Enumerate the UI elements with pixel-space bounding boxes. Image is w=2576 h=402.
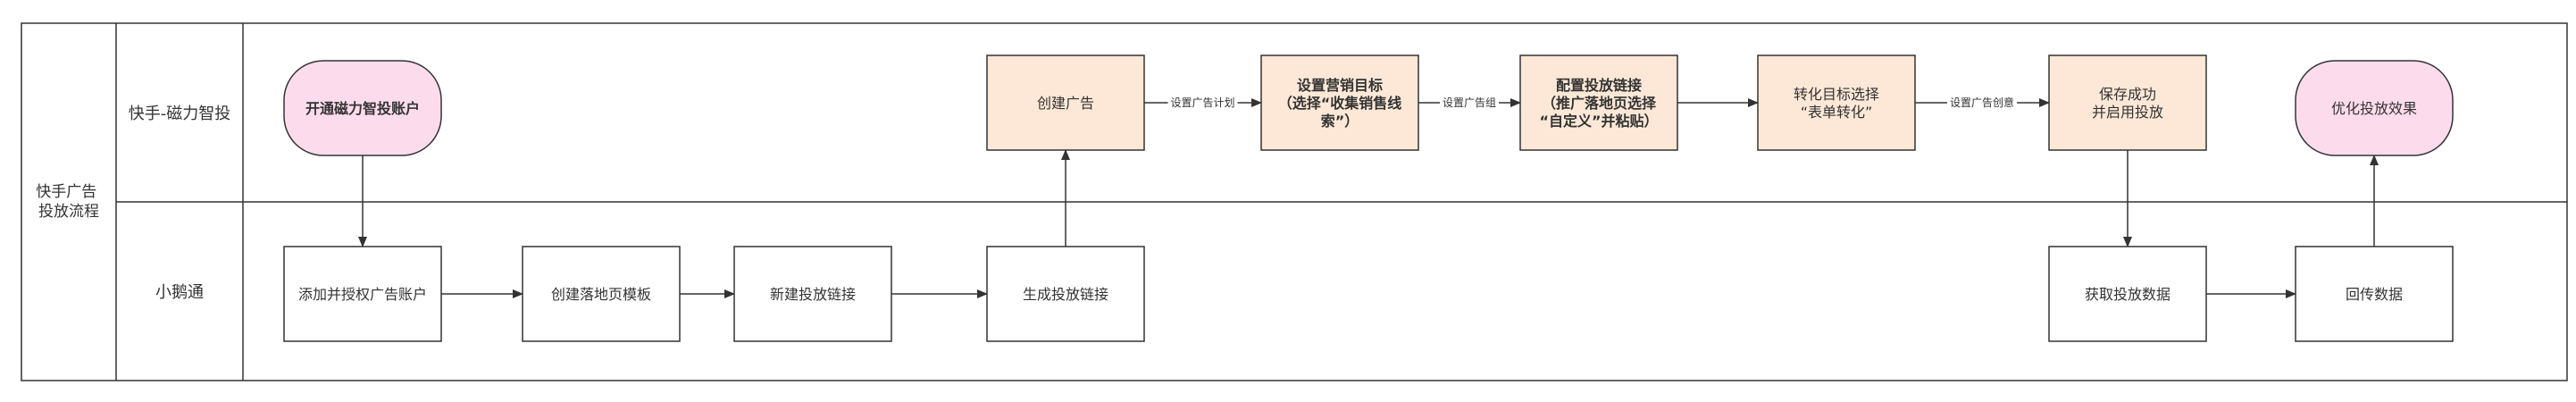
node-save-launch: 保存成功并启用投放 xyxy=(2048,54,2207,151)
node-config-link: 配置投放链接（推广落地页选择“自定义”并粘贴） xyxy=(1519,54,1678,151)
lane-label-kuaishou: 快手-磁力智投 xyxy=(129,105,231,123)
node-label-line: 新建投放链接 xyxy=(770,286,856,303)
edge-label-bg xyxy=(1440,95,1499,111)
node-new-link: 新建投放链接 xyxy=(733,246,892,342)
node-conversion-goal: 转化目标选择“表单转化” xyxy=(1757,54,1916,151)
node-label-set-goal: 设置营销目标（选择“收集销售线索”） xyxy=(1278,77,1402,130)
node-shape-config-link xyxy=(1519,54,1678,151)
node-label-line: 优化投放效果 xyxy=(2331,100,2417,117)
node-shape-save-launch xyxy=(2048,54,2207,151)
node-label-line: 回传数据 xyxy=(2346,286,2403,303)
node-return-data: 回传数据 xyxy=(2295,246,2454,342)
node-shape-return-data xyxy=(2295,246,2454,342)
node-label-line: “表单转化” xyxy=(1801,104,1873,121)
edge-label-conversion-goal-to-save-launch: 设置广告创意 xyxy=(1950,96,2014,109)
node-shape-set-goal xyxy=(1260,54,1419,151)
node-label-conversion-goal: 转化目标选择“表单转化” xyxy=(1794,86,1879,121)
node-label-return-data: 回传数据 xyxy=(2346,286,2403,303)
node-label-line: 创建落地页模板 xyxy=(551,286,651,303)
node-label-line: 保存成功 xyxy=(2099,86,2156,103)
node-shape-add-account xyxy=(283,246,442,342)
node-shape-conversion-goal xyxy=(1757,54,1916,151)
pool-label: 快手广告 投放流程 xyxy=(36,183,101,221)
node-shape-get-data xyxy=(2048,246,2207,342)
node-label-optimize: 优化投放效果 xyxy=(2331,100,2417,117)
node-create-ad: 创建广告 xyxy=(986,54,1145,151)
node-label-line: 设置营销目标 xyxy=(1297,77,1383,94)
node-label-gen-link: 生成投放链接 xyxy=(1023,286,1108,303)
node-label-create-landing: 创建落地页模板 xyxy=(551,286,651,303)
node-get-data: 获取投放数据 xyxy=(2048,246,2207,342)
node-label-new-link: 新建投放链接 xyxy=(770,286,856,303)
edge-label-bg xyxy=(1167,95,1238,111)
node-label-line: 转化目标选择 xyxy=(1794,86,1879,103)
nodes-layer: 开通磁力智投账户 创建广告 设置营销目标（选择“收集销售线索”） 配置投放链接（推广落… xyxy=(283,54,2454,342)
node-create-landing: 创建落地页模板 xyxy=(522,246,681,342)
edges-layer: 设置广告计划 设置广告组 设置广告创意 xyxy=(358,95,2379,298)
node-label-line: 索”） xyxy=(1321,113,1359,130)
edge-label-create-ad-to-set-goal: 设置广告计划 xyxy=(1170,96,1234,109)
node-label-get-data: 获取投放数据 xyxy=(2085,286,2170,303)
node-add-account: 添加并授权广告账户 xyxy=(283,246,442,342)
node-label-line: “自定义”并粘贴） xyxy=(1539,113,1658,130)
node-label-add-account: 添加并授权广告账户 xyxy=(298,286,427,303)
node-label-line: 创建广告 xyxy=(1037,95,1094,112)
lane-label-xiaoe: 小鹅通 xyxy=(155,283,204,302)
node-label-save-launch: 保存成功并启用投放 xyxy=(2092,86,2163,121)
node-shape-create-landing xyxy=(522,246,681,342)
node-label-line: 并启用投放 xyxy=(2092,104,2163,121)
edge-label-set-goal-to-config-link: 设置广告组 xyxy=(1443,96,1496,109)
pool-label-line-1: 快手广告 xyxy=(36,183,96,201)
node-optimize: 优化投放效果 xyxy=(2295,60,2454,156)
node-gen-link: 生成投放链接 xyxy=(986,246,1145,342)
node-label-open-account: 开通磁力智投账户 xyxy=(305,100,420,117)
edge-label-bg xyxy=(1947,95,2017,111)
node-shape-create-ad xyxy=(986,54,1145,151)
node-label-line: 生成投放链接 xyxy=(1023,286,1108,303)
node-shape-optimize xyxy=(2295,60,2454,156)
node-label-create-ad: 创建广告 xyxy=(1037,95,1094,112)
node-label-line: 获取投放数据 xyxy=(2085,286,2170,303)
node-shape-new-link xyxy=(733,246,892,342)
node-set-goal: 设置营销目标（选择“收集销售线索”） xyxy=(1260,54,1419,151)
node-label-line: 配置投放链接 xyxy=(1556,77,1642,94)
node-open-account: 开通磁力智投账户 xyxy=(283,60,442,156)
node-shape-open-account xyxy=(283,60,442,156)
node-label-line: （选择“收集销售线 xyxy=(1278,95,1402,112)
node-label-config-link: 配置投放链接（推广落地页选择“自定义”并粘贴） xyxy=(1539,77,1658,130)
node-label-line: 开通磁力智投账户 xyxy=(305,100,420,117)
pool-label-line-2: 投放流程 xyxy=(38,203,99,221)
node-label-line: （推广落地页选择 xyxy=(1542,95,1657,112)
node-shape-gen-link xyxy=(986,246,1145,342)
node-label-line: 添加并授权广告账户 xyxy=(298,286,427,303)
